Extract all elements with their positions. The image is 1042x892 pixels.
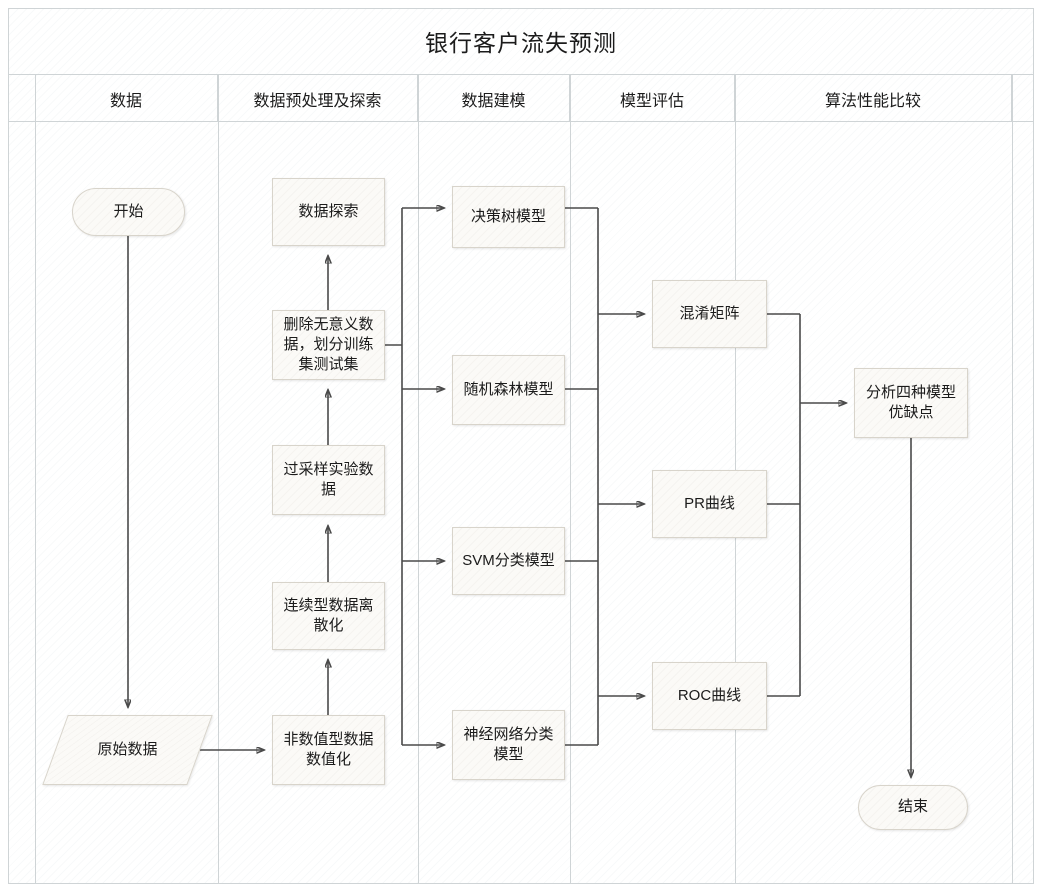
lane-header-row: 数据 数据预处理及探索 数据建模 模型评估 算法性能比较 bbox=[8, 75, 1034, 122]
node-analyze[interactable]: 分析四种模型优缺点 bbox=[854, 368, 968, 438]
lane-header-preprocess: 数据预处理及探索 bbox=[218, 75, 418, 122]
lane-header-modeling: 数据建模 bbox=[418, 75, 570, 122]
lane-header-data: 数据 bbox=[35, 75, 218, 122]
node-encode[interactable]: 非数值型数据数值化 bbox=[272, 715, 385, 785]
diagram-title: 银行客户流失预测 bbox=[8, 8, 1034, 75]
node-explore[interactable]: 数据探索 bbox=[272, 178, 385, 246]
node-svm[interactable]: SVM分类模型 bbox=[452, 527, 565, 595]
node-start[interactable]: 开始 bbox=[72, 188, 185, 236]
node-end[interactable]: 结束 bbox=[858, 785, 968, 830]
node-random-forest[interactable]: 随机森林模型 bbox=[452, 355, 565, 425]
node-clean-split[interactable]: 删除无意义数据，划分训练集测试集 bbox=[272, 310, 385, 380]
lane-divider-1 bbox=[218, 75, 219, 884]
node-pr-curve[interactable]: PR曲线 bbox=[652, 470, 767, 538]
node-confusion-matrix[interactable]: 混淆矩阵 bbox=[652, 280, 767, 348]
node-raw-data-label: 原始数据 bbox=[97, 740, 158, 758]
node-roc-curve[interactable]: ROC曲线 bbox=[652, 662, 767, 730]
lane-divider-5 bbox=[1012, 75, 1013, 884]
lane-divider-2 bbox=[418, 75, 419, 884]
node-oversample[interactable]: 过采样实验数据 bbox=[272, 445, 385, 515]
lane-divider-0 bbox=[35, 75, 36, 884]
node-neural-net[interactable]: 神经网络分类模型 bbox=[452, 710, 565, 780]
lane-header-comparison: 算法性能比较 bbox=[735, 75, 1012, 122]
node-decision-tree[interactable]: 决策树模型 bbox=[452, 186, 565, 248]
lane-header-spacer bbox=[1012, 75, 1034, 122]
node-raw-data[interactable]: 原始数据 bbox=[42, 715, 213, 785]
lane-header-evaluation: 模型评估 bbox=[570, 75, 735, 122]
node-discretize[interactable]: 连续型数据离散化 bbox=[272, 582, 385, 650]
lane-divider-3 bbox=[570, 75, 571, 884]
